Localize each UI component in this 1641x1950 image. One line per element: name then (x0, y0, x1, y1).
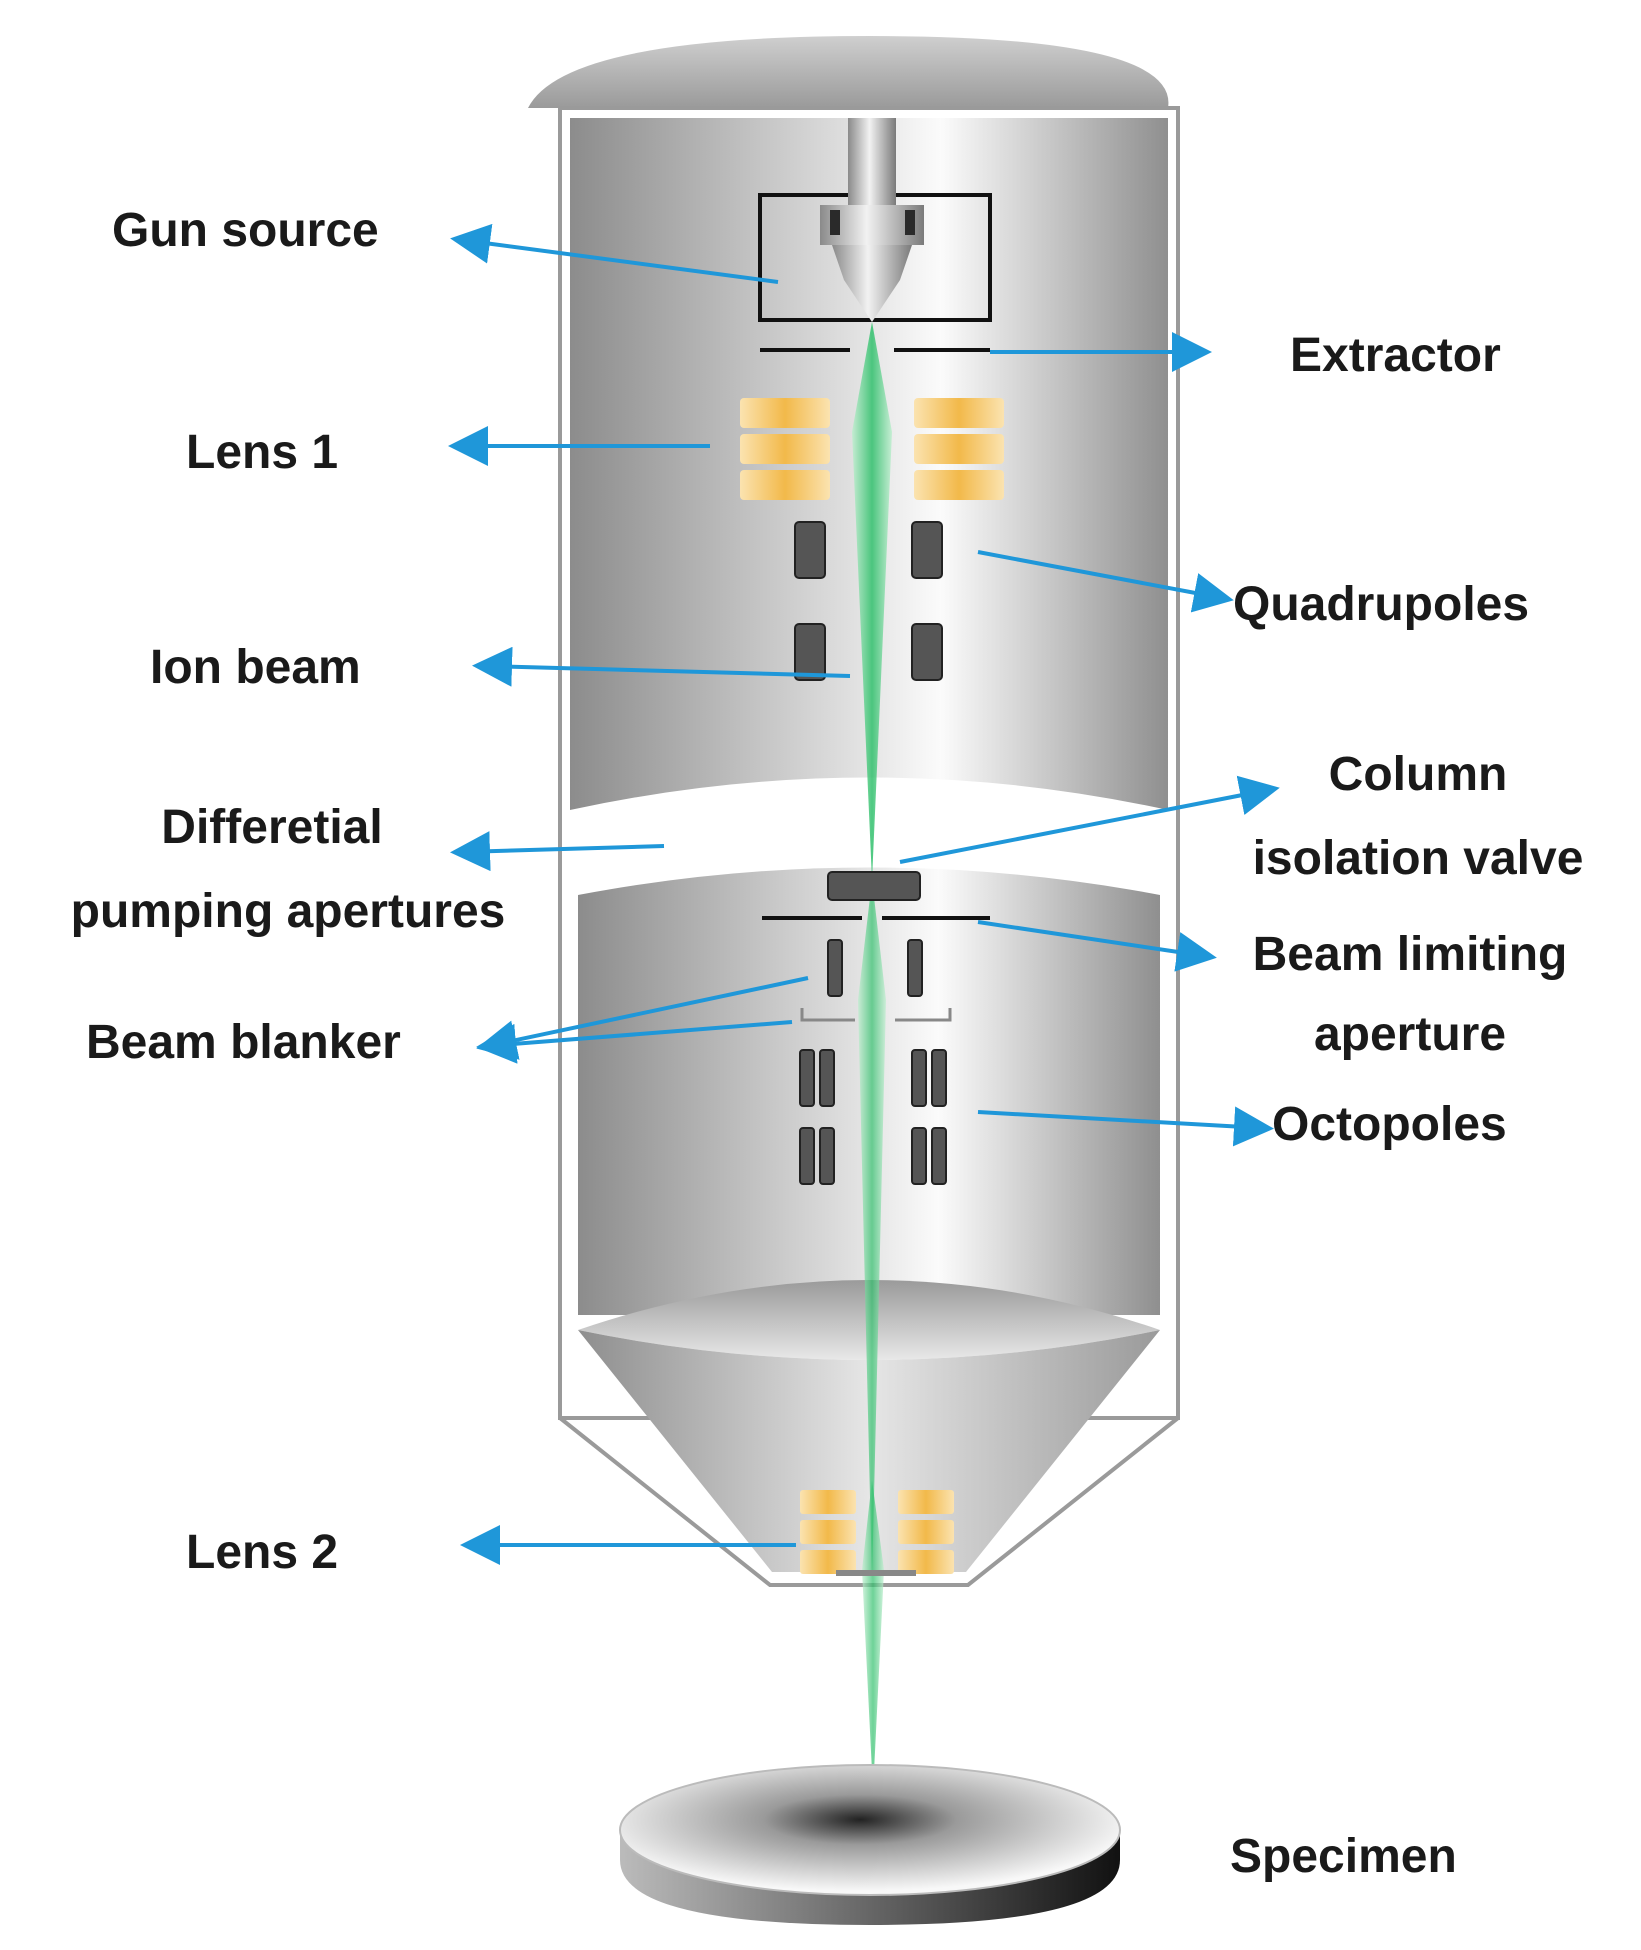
arrow-beam-limiting-aperture (977, 920, 1217, 972)
label-column-isolation-valve-line2: isolation valve (1253, 832, 1584, 885)
octopoles (799, 1049, 947, 1185)
label-lens-1: Lens 1 (186, 426, 338, 479)
label-octopoles: Octopoles (1272, 1098, 1507, 1151)
arrow-beam-blanker-1 (476, 976, 809, 1060)
column-top-cap (528, 36, 1169, 108)
label-ion-beam: Ion beam (150, 641, 361, 694)
label-lens-2: Lens 2 (186, 1526, 338, 1579)
label-differential-pumping-line2: pumping apertures (71, 885, 506, 938)
label-differential-pumping-line1: Differetial (161, 801, 382, 854)
arrow-column-isolation-valve (899, 775, 1280, 864)
arrow-beam-blanker-2 (476, 1020, 793, 1064)
specimen-stage (619, 1764, 1121, 1925)
labels: Gun source Extractor Lens 1 Quadrupoles … (71, 204, 1584, 1883)
beam-blanker (800, 939, 952, 1022)
label-quadrupoles: Quadrupoles (1233, 578, 1529, 631)
lens-1-coils (740, 398, 1004, 500)
label-extractor: Extractor (1290, 329, 1501, 382)
label-gun-source: Gun source (112, 204, 379, 257)
arrow-differential-pumping (450, 831, 665, 872)
quadrupoles (794, 521, 943, 681)
label-specimen: Specimen (1230, 1830, 1457, 1883)
differential-pumping-gap (570, 777, 1168, 890)
arrow-gun-source (450, 223, 779, 284)
arrow-quadrupoles (977, 550, 1234, 613)
label-column-isolation-valve-line1: Column (1329, 748, 1508, 801)
arrow-ion-beam (472, 646, 851, 687)
ion-beam (852, 322, 892, 1792)
pointer-arrows (448, 223, 1280, 1565)
lens-2-coils (800, 1490, 954, 1576)
label-beam-limiting-line2: aperture (1314, 1008, 1506, 1061)
label-beam-limiting-line1: Beam limiting (1253, 928, 1568, 981)
column-isolation-valve (827, 871, 921, 901)
arrow-octopoles (977, 1106, 1274, 1147)
gun-source (758, 118, 992, 322)
label-beam-blanker: Beam blanker (86, 1016, 401, 1069)
